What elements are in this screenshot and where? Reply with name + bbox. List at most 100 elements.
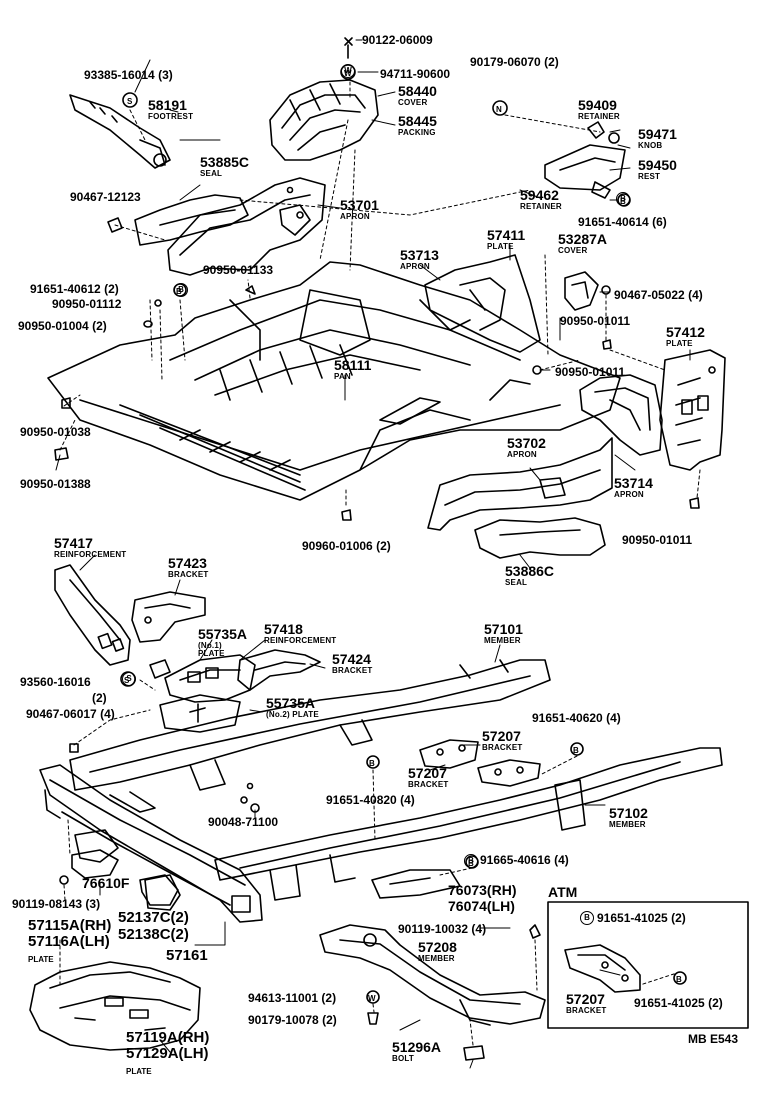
callout-90048-71100: 90048-71100: [208, 815, 279, 829]
s-symbol-93560: S: [122, 672, 136, 686]
callout-57417-reinforcement: 57417 REINFORCEMENT: [54, 535, 127, 559]
callout-57411-plate: 57411 PLATE: [487, 227, 526, 251]
callout-90950-01011-a: 90950-01011: [560, 314, 631, 328]
bracket-57207-left: [419, 739, 479, 769]
callout-90950-01133: 90950-01133: [203, 263, 274, 277]
b-symbol-91651-40614: B: [616, 192, 630, 206]
plate-57115A: [29, 961, 201, 1051]
callout-59462-retainer: 59462 RETAINER: [520, 187, 562, 211]
callout-57207-atm-bracket: 57207 BRACKET: [566, 991, 607, 1015]
callout-90950-01038: 90950-01038: [20, 425, 91, 439]
callout-94711-90600: 94711-90600: [380, 67, 451, 81]
footrest-58191: [69, 94, 171, 169]
callout-90119-10032: 90119-10032 (4): [398, 922, 487, 936]
callout-57412-plate: 57412 PLATE: [666, 324, 705, 348]
callout-57115A: 57115A(RH): [28, 917, 112, 934]
callout-91651-40614: 91651-40614 (6): [578, 215, 667, 229]
callout-76073: 76073(RH): [448, 882, 517, 898]
callout-58440-cover: 58440 COVER: [398, 83, 437, 107]
callout-lines-top: [55, 39, 691, 569]
callout-57208-member: 57208 MEMBER: [418, 939, 457, 963]
callout-53702-apron: 53702 APRON: [507, 435, 546, 459]
svg-text:B: B: [573, 746, 579, 755]
apron-53714: [579, 374, 663, 456]
callout-90179-10078: 90179-10078 (2): [248, 1013, 337, 1027]
callout-53701-apron: 53701 APRON: [340, 197, 379, 221]
callout-91665-40616: 91665-40616 (4): [480, 853, 569, 867]
callout-58445-packing: 58445 PACKING: [398, 113, 437, 137]
callout-57207-bracket-a: 57207 BRACKET: [482, 728, 523, 752]
callout-90122-06009: 90122-06009: [362, 33, 433, 47]
callout-90467-12123: 90467-12123: [70, 190, 141, 204]
svg-text:W: W: [368, 994, 376, 1003]
callout-90950-01388: 90950-01388: [20, 477, 91, 491]
callout-59409-retainer: 59409 RETAINER: [578, 97, 620, 121]
callout-90467-05022: 90467-05022 (4): [614, 288, 703, 302]
leader-lines-top: [59, 81, 701, 506]
callout-91651-40620: 91651-40620 (4): [532, 711, 621, 725]
w-symbol-94711-90600: W: [341, 64, 355, 78]
callout-57207-bracket-b: 57207 BRACKET: [408, 765, 449, 789]
bracket-57424: [237, 649, 321, 691]
callout-55735A-no1-plate: 55735A (No.1) PLATE: [198, 626, 248, 658]
callout-52138C: 52138C(2): [118, 926, 189, 943]
mount-52137C: [144, 874, 181, 911]
callout-57161: 57161: [166, 947, 208, 964]
b-symbol-91651-40612: B: [174, 283, 188, 297]
callout-57102-member: 57102 MEMBER: [609, 805, 648, 829]
plate-57412: [659, 349, 726, 471]
bracket-57207-right: [477, 759, 541, 787]
callout-53714-apron: 53714 APRON: [614, 475, 653, 499]
apron-53701: [167, 177, 326, 276]
seal-53886C: [474, 517, 606, 559]
svg-text:B: B: [369, 759, 375, 768]
callout-53886C-seal: 53886C SEAL: [505, 563, 555, 587]
fasteners-bottom: S B B B W B: [69, 671, 687, 1061]
callout-90179-06070: 90179-06070 (2): [470, 55, 559, 69]
callout-90950-01112: 90950-01112: [52, 297, 122, 311]
callout-57423-bracket: 57423 BRACKET: [168, 555, 209, 579]
callout-57418-reinforcement: 57418 REINFORCEMENT: [264, 621, 337, 645]
atm-label: ATM: [548, 884, 578, 900]
cover-58440: [269, 79, 379, 161]
callout-90960-01006: 90960-01006 (2): [302, 539, 391, 553]
callout-53713-apron: 53713 APRON: [400, 247, 439, 271]
floor-pan-58111: [47, 261, 621, 501]
callout-58111-pan: 58111 PAN: [334, 357, 372, 381]
callout-76610F: 76610F: [82, 875, 130, 891]
callout-59450-rest: 59450 REST: [638, 157, 677, 181]
cover-53287A: [564, 271, 599, 311]
callout-57424-bracket: 57424 BRACKET: [332, 651, 373, 675]
b-symbol-91665-40616: B: [464, 854, 478, 868]
callout-59471-knob: 59471 KNOB: [638, 126, 677, 150]
callout-91651-40820: 91651-40820 (4): [326, 793, 415, 807]
svg-text:B: B: [676, 975, 682, 984]
callout-93385-16014: 93385-16014 (3): [84, 68, 173, 82]
atm-bracket-57207: [564, 944, 641, 993]
callout-52137C: 52137C(2): [118, 909, 189, 926]
callout-lines-bottom: [79, 554, 621, 1069]
callout-55735A-no2-plate: 55735A (No.2) PLATE: [266, 695, 319, 719]
plate-57411: [424, 254, 541, 353]
rest-59450: [544, 121, 626, 199]
callout-53885C-seal: 53885C SEAL: [200, 154, 250, 178]
diagram-code: MB E543: [688, 1032, 739, 1046]
callout-90467-06017: 90467-06017 (4): [26, 707, 115, 721]
callout-58191-footrest: 58191 FOOTREST: [148, 97, 194, 121]
member-57102: [214, 747, 723, 901]
plate-76073: [371, 869, 461, 899]
callout-91651-41025-b: 91651-41025 (2): [634, 996, 723, 1010]
callout-90119-08143: 90119-08143 (3): [12, 897, 101, 911]
apron-53702: [427, 437, 613, 531]
callout-93560-16016: 93560-16016 (2): [20, 675, 107, 705]
callout-57101-member: 57101 MEMBER: [484, 621, 523, 645]
callout-53287A-cover: 53287A COVER: [558, 231, 608, 255]
callout-94613-11001: 94613-11001 (2): [248, 991, 337, 1005]
callout-90950-01011-b: 90950-01011: [555, 365, 626, 379]
callout-90950-01004: 90950-01004 (2): [18, 319, 107, 333]
callout-76074: 76074(LH): [448, 898, 515, 914]
reinforcement-57417: [54, 564, 131, 666]
